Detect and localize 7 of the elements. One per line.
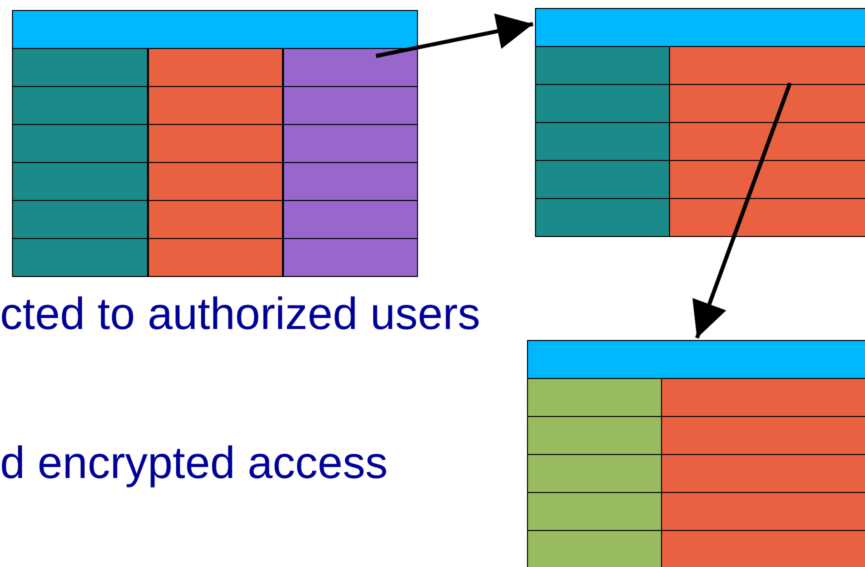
table-drawing (535, 8, 865, 237)
text-label: cted to authorized users (0, 288, 480, 340)
table-drawing (527, 340, 865, 567)
text-label: d encrypted access (0, 437, 388, 489)
arrow (692, 82, 792, 339)
arrow (376, 14, 534, 58)
table-drawing (12, 10, 418, 277)
